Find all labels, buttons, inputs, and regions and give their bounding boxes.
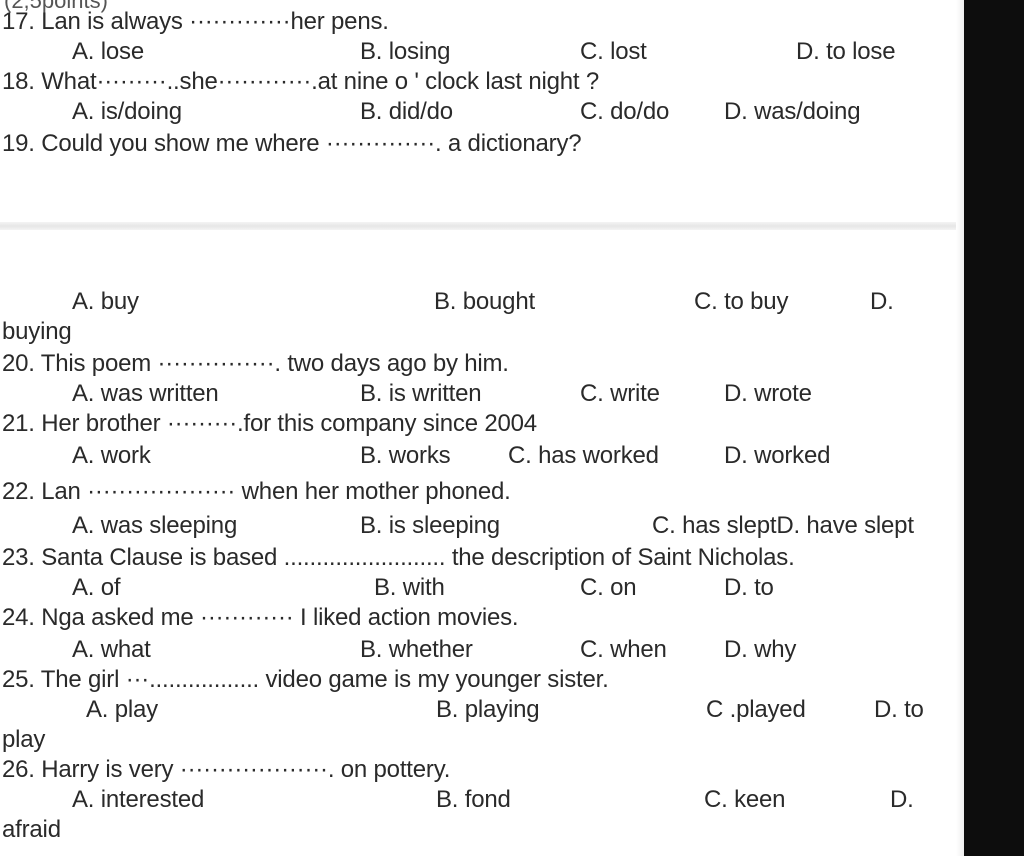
question-26: 26. Harry is very ···················. o…	[2, 756, 451, 783]
q24-option-a: A. what	[72, 636, 151, 663]
q25-option-b: B. playing	[436, 696, 540, 723]
q17-option-d: D. to lose	[796, 38, 896, 65]
q19-option-c: C. to buy	[694, 288, 789, 315]
q21-option-b: B. works	[360, 442, 451, 469]
question-19: 19. Could you show me where ············…	[2, 130, 582, 157]
q18-option-a: A. is/doing	[72, 98, 182, 125]
q20-option-b: B. is written	[360, 380, 482, 407]
question-25: 25. The girl ···................. video …	[2, 666, 609, 693]
q26-option-d-wrap: afraid	[2, 816, 61, 843]
q24-option-d: D. why	[724, 636, 797, 663]
question-20: 20. This poem ···············. two days …	[2, 350, 509, 377]
q21-option-a: A. work	[72, 442, 151, 469]
q21-option-d: D. worked	[724, 442, 831, 469]
q23-option-b: B. with	[374, 574, 445, 601]
q19-option-d: D.	[870, 288, 894, 315]
q26-option-b: B. fond	[436, 786, 511, 813]
q23-option-d: D. to	[724, 574, 774, 601]
q24-option-c: C. when	[580, 636, 667, 663]
question-23: 23. Santa Clause is based ..............…	[2, 544, 795, 571]
page-edge-shadow	[956, 0, 966, 856]
q17-option-b: B. losing	[360, 38, 451, 65]
q22-option-b: B. is sleeping	[360, 512, 500, 539]
dark-side-strip	[964, 0, 1024, 856]
header-fragment: (2,5points)	[4, 0, 108, 13]
question-17: 17. Lan is always ·············her pens.	[2, 8, 389, 35]
question-18: 18. What·········..she············.at ni…	[2, 68, 599, 95]
q20-option-a: A. was written	[72, 380, 219, 407]
q26-option-d: D.	[890, 786, 914, 813]
q25-option-a: A. play	[86, 696, 158, 723]
q22-option-a: A. was sleeping	[72, 512, 238, 539]
q22-option-cd: C. has sleptD. have slept	[652, 512, 914, 539]
q20-option-d: D. wrote	[724, 380, 812, 407]
q19-option-b: B. bought	[434, 288, 535, 315]
q21-option-c: C. has worked	[508, 442, 659, 469]
q23-option-a: A. of	[72, 574, 121, 601]
q25-option-c: C .played	[706, 696, 806, 723]
document-page: (2,5points) 17. Lan is always ··········…	[0, 0, 962, 843]
question-24: 24. Nga asked me ············ I liked ac…	[2, 604, 519, 631]
q18-option-c: C. do/do	[580, 98, 670, 125]
q17-option-a: A. lose	[72, 38, 144, 65]
q19-option-d-wrap: buying	[2, 318, 72, 345]
page-divider	[0, 222, 962, 230]
q18-option-d: D. was/doing	[724, 98, 861, 125]
q20-option-c: C. write	[580, 380, 660, 407]
q24-option-b: B. whether	[360, 636, 473, 663]
q26-option-a: A. interested	[72, 786, 205, 813]
question-21: 21. Her brother ·········.for this compa…	[2, 410, 537, 437]
q26-option-c: C. keen	[704, 786, 786, 813]
q17-option-c: C. lost	[580, 38, 647, 65]
q25-option-d-wrap: play	[2, 726, 46, 753]
q23-option-c: C. on	[580, 574, 637, 601]
question-22: 22. Lan ··················· when her mot…	[2, 478, 511, 505]
q25-option-d: D. to	[874, 696, 924, 723]
q19-option-a: A. buy	[72, 288, 139, 315]
q18-option-b: B. did/do	[360, 98, 453, 125]
